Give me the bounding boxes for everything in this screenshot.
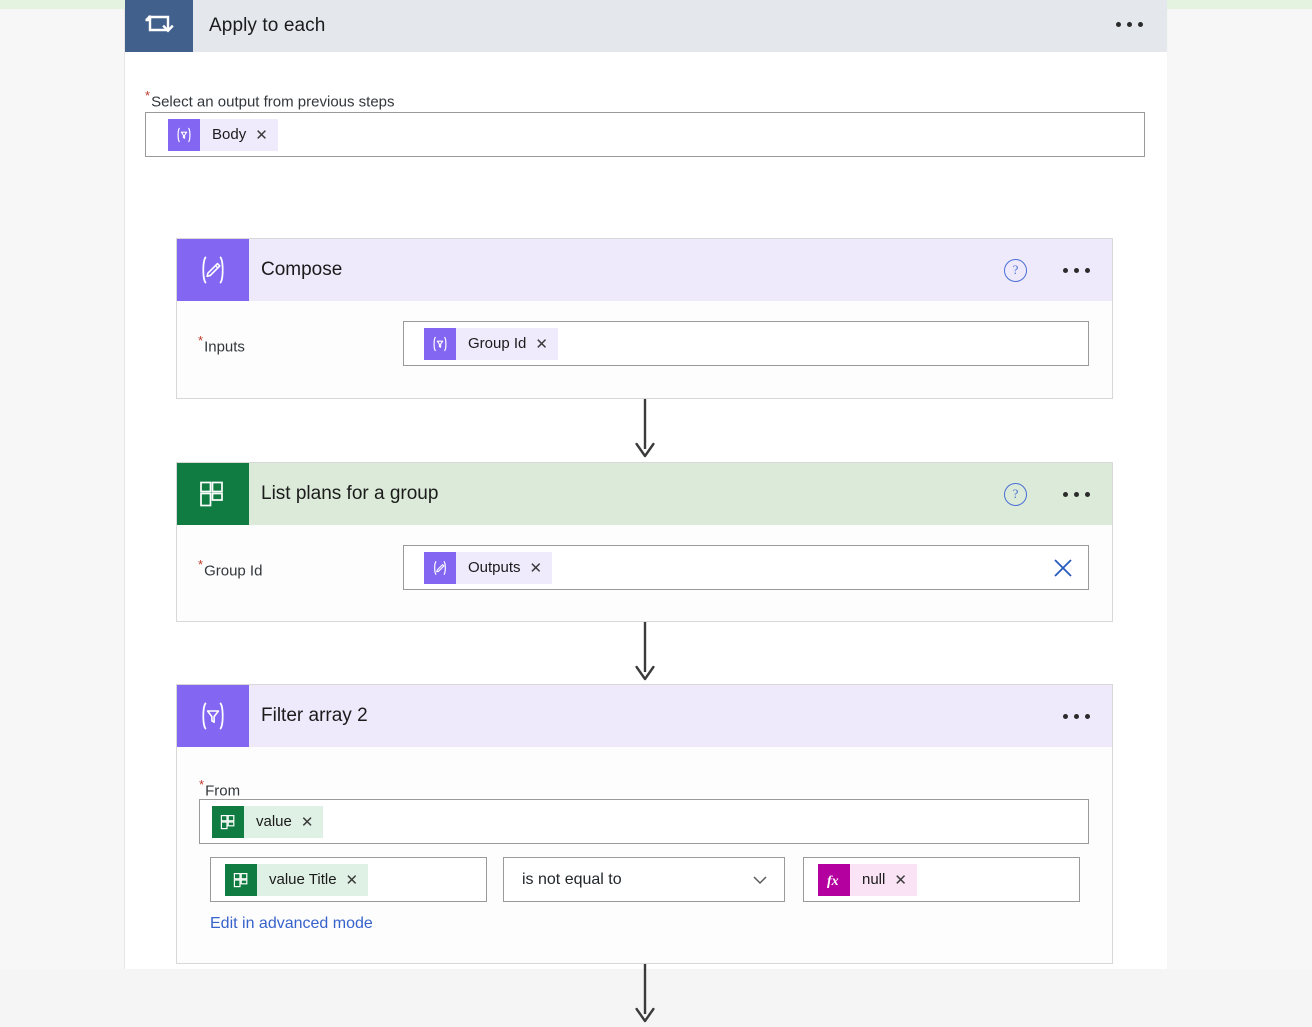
list-plans-title: List plans for a group	[261, 483, 439, 504]
canvas-right-background	[1168, 9, 1312, 969]
token-body-remove[interactable]: ✕	[255, 126, 268, 144]
token-body[interactable]: Body ✕	[168, 118, 278, 151]
inputs-label: Inputs	[204, 338, 245, 356]
token-null-label: null ✕	[850, 863, 917, 896]
compose-card: Compose ? *Inputs	[176, 238, 1113, 399]
apply-to-each-menu-button[interactable]	[1116, 22, 1143, 27]
select-output-label-row: *Select an output from previous steps	[145, 88, 395, 111]
compose-icon	[424, 551, 456, 584]
token-body-label: Body ✕	[200, 118, 278, 151]
condition-left-input[interactable]: value Title ✕	[210, 857, 487, 902]
filter-array-icon	[168, 118, 200, 151]
help-icon[interactable]: ?	[1004, 482, 1027, 506]
group-id-label: Group Id	[204, 562, 263, 580]
chevron-down-icon	[750, 870, 770, 890]
required-asterisk: *	[198, 557, 204, 572]
token-null-remove[interactable]: ✕	[894, 871, 907, 889]
filter-array-body: *From value	[177, 747, 1112, 964]
list-plans-card: List plans for a group ? *Group Id	[176, 462, 1113, 622]
edit-advanced-mode-link[interactable]: Edit in advanced mode	[210, 915, 373, 932]
token-value-title-remove[interactable]: ✕	[345, 871, 359, 889]
token-group-id-text: Group Id	[468, 335, 527, 352]
svg-text:fx: fx	[827, 874, 839, 889]
compose-body: *Inputs Group Id ✕	[177, 301, 1112, 399]
connector-arrow-planner-to-filter	[635, 622, 655, 681]
token-outputs-text: Outputs	[468, 559, 521, 576]
expression-fx-icon: fx	[818, 863, 850, 896]
token-outputs-remove[interactable]: ✕	[529, 559, 543, 577]
token-value-label: value ✕	[244, 805, 324, 838]
filter-array-icon	[424, 327, 456, 360]
inputs-label-row: *Inputs	[198, 333, 245, 356]
condition-right-input[interactable]: fx null ✕	[803, 857, 1080, 902]
help-icon[interactable]: ?	[1004, 258, 1027, 282]
canvas-left-background	[0, 9, 125, 969]
list-plans-header-actions: ?	[1004, 463, 1090, 525]
required-asterisk: *	[145, 88, 151, 103]
token-value-remove[interactable]: ✕	[300, 813, 314, 831]
token-null[interactable]: fx null ✕	[818, 863, 917, 896]
compose-icon	[177, 239, 249, 301]
compose-menu-button[interactable]	[1063, 267, 1090, 273]
compose-header-actions: ?	[1004, 239, 1090, 301]
select-output-input[interactable]: Body ✕	[145, 112, 1145, 157]
filter-array-header[interactable]: Filter array 2	[177, 685, 1112, 747]
token-group-id-remove[interactable]: ✕	[535, 335, 548, 353]
planner-icon	[177, 463, 249, 525]
token-value[interactable]: value ✕	[212, 805, 324, 838]
apply-to-each-title: Apply to each	[209, 15, 326, 36]
token-null-text: null	[862, 871, 886, 888]
token-outputs-label: Outputs ✕	[456, 551, 553, 584]
condition-operator-value: is not equal to	[522, 870, 622, 888]
filter-array-icon	[177, 685, 249, 747]
compose-header[interactable]: Compose ?	[177, 239, 1112, 301]
loop-icon	[125, 0, 193, 52]
required-asterisk: *	[198, 333, 204, 348]
inputs-input[interactable]: Group Id ✕	[403, 321, 1089, 366]
connector-arrow-filter-to-next	[635, 964, 655, 1023]
select-output-label: Select an output from previous steps	[151, 93, 395, 111]
token-outputs[interactable]: Outputs ✕	[424, 551, 553, 584]
from-label-row: *From	[199, 777, 240, 800]
from-label: From	[205, 782, 241, 800]
token-value-title[interactable]: value Title ✕	[225, 863, 369, 896]
token-group-id-label: Group Id ✕	[456, 327, 558, 360]
compose-title: Compose	[261, 259, 343, 280]
condition-operator-select[interactable]: is not equal to	[503, 857, 785, 902]
from-input[interactable]: value ✕	[199, 799, 1089, 844]
list-plans-header[interactable]: List plans for a group ?	[177, 463, 1112, 525]
filter-array-header-actions	[1063, 685, 1090, 747]
planner-icon	[212, 805, 244, 838]
connector-arrow-compose-to-planner	[635, 399, 655, 458]
apply-to-each-card: Apply to each *Select an output from pre…	[125, 0, 1167, 1023]
filter-array-menu-button[interactable]	[1063, 713, 1090, 719]
token-group-id[interactable]: Group Id ✕	[424, 327, 558, 360]
token-value-title-text: value Title	[269, 871, 337, 888]
planner-icon	[225, 863, 257, 896]
token-value-text: value	[256, 813, 292, 830]
group-id-clear-button[interactable]	[1052, 557, 1074, 579]
filter-array-card: Filter array 2 *From	[176, 684, 1113, 964]
apply-to-each-header[interactable]: Apply to each	[125, 0, 1167, 52]
token-value-title-label: value Title ✕	[257, 863, 369, 896]
required-asterisk: *	[199, 777, 205, 792]
filter-array-title: Filter array 2	[261, 705, 368, 726]
list-plans-body: *Group Id Outputs ✕	[177, 525, 1112, 622]
group-id-input[interactable]: Outputs ✕	[403, 545, 1089, 590]
group-id-label-row: *Group Id	[198, 557, 262, 580]
list-plans-menu-button[interactable]	[1063, 491, 1090, 497]
token-body-text: Body	[212, 126, 247, 143]
